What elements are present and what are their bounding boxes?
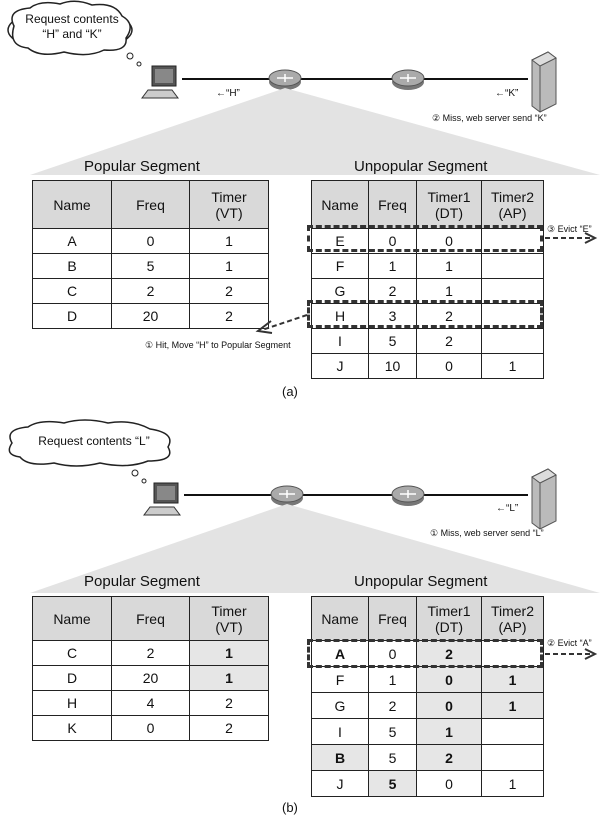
unpopular-segment-title: Unpopular Segment (354, 573, 488, 590)
col-header: Timer2 (AP) (481, 180, 544, 229)
col-header: Name (32, 180, 112, 229)
computer-icon (141, 65, 179, 99)
cell (481, 718, 544, 745)
cell: J (311, 353, 369, 379)
server-icon (531, 51, 557, 113)
caption-a: (a) (282, 384, 298, 399)
cell: 20 (111, 665, 190, 691)
cell: 1 (481, 666, 544, 693)
evict-note: ② Evict “A” (547, 638, 592, 648)
cloud-shape (7, 0, 142, 67)
cell: D (32, 303, 112, 329)
hit-arrow (255, 314, 308, 334)
cell (481, 328, 544, 354)
cell: H (311, 303, 369, 329)
col-header: Freq (368, 596, 417, 641)
col-header: Freq (111, 596, 190, 641)
cell: B (311, 744, 369, 771)
arrow-k-label: ←“K” (495, 88, 519, 99)
miss-note: ① Miss, web server send “L” (430, 528, 544, 538)
cell: 2 (416, 303, 482, 329)
col-header: Name (311, 596, 369, 641)
cell: J (311, 770, 369, 797)
col-header: Timer (VT) (189, 596, 269, 641)
cell: 2 (189, 715, 269, 741)
unpopular-segment-title: Unpopular Segment (354, 158, 488, 175)
cell: 5 (368, 744, 417, 771)
cell: H (32, 690, 112, 716)
cell: 2 (189, 690, 269, 716)
cell: 2 (111, 278, 190, 304)
request-cloud-text: Request contents “H” and “K” (25, 12, 119, 41)
cell: 1 (481, 770, 544, 797)
request-cloud-text: Request contents “L” (38, 434, 150, 448)
cell: 2 (189, 278, 269, 304)
arrow-l-label: ←“L” (496, 503, 519, 514)
cell: 3 (368, 303, 417, 329)
cell: 0 (111, 715, 190, 741)
router-icon (270, 485, 304, 506)
col-header: Freq (111, 180, 190, 229)
arrow-h-label: ←“H” (216, 88, 240, 99)
cell: I (311, 328, 369, 354)
hit-note: ① Hit, Move “H” to Popular Segment (145, 340, 291, 350)
cell: 1 (368, 666, 417, 693)
cell: 1 (416, 253, 482, 279)
col-header: Name (311, 180, 369, 229)
cell: 1 (368, 253, 417, 279)
cell: 5 (368, 770, 417, 797)
miss-note: ② Miss, web server send “K” (432, 113, 547, 123)
cell (481, 278, 544, 304)
popular-segment-title: Popular Segment (84, 573, 200, 590)
cell: 5 (368, 718, 417, 745)
server-icon (531, 468, 557, 530)
cell: G (311, 278, 369, 304)
cell: A (32, 228, 112, 254)
col-header: Timer (VT) (189, 180, 269, 229)
network-diagram-a (7, 0, 600, 175)
cell: 0 (416, 692, 482, 719)
hit-highlight-box (307, 300, 543, 328)
cell: 1 (481, 353, 544, 379)
cell: 1 (416, 718, 482, 745)
evict-arrow (545, 232, 598, 244)
cell: G (311, 692, 369, 719)
router-icon (391, 485, 425, 506)
cell (481, 253, 544, 279)
caption-b: (b) (282, 800, 298, 815)
cell: 2 (416, 640, 482, 667)
computer-icon (143, 482, 181, 516)
cell (481, 744, 544, 771)
evict-arrow (545, 648, 598, 660)
cloud-shape (8, 419, 171, 484)
cell: 10 (368, 353, 417, 379)
cell: F (311, 253, 369, 279)
router-icon (391, 69, 425, 90)
cell: I (311, 718, 369, 745)
arrows-a (255, 232, 598, 334)
col-header: Timer2 (AP) (481, 596, 544, 641)
cell: 0 (416, 770, 482, 797)
cell: 2 (189, 303, 269, 329)
cell: 2 (111, 640, 190, 666)
cell: K (32, 715, 112, 741)
evict-highlight-box (307, 225, 543, 252)
col-header: Timer1 (DT) (416, 596, 482, 641)
router-icon (268, 69, 302, 90)
cell: 2 (416, 328, 482, 354)
col-header: Timer1 (DT) (416, 180, 482, 229)
col-header: Name (32, 596, 112, 641)
popular-segment-title: Popular Segment (84, 158, 200, 175)
cell: D (32, 665, 112, 691)
arrows-b (545, 648, 598, 660)
cell: C (32, 278, 112, 304)
cell: 20 (111, 303, 190, 329)
evict-highlight-box (307, 639, 543, 668)
cell: 2 (416, 744, 482, 771)
network-diagram-b (8, 419, 600, 593)
evict-note: ③ Evict “E” (547, 224, 592, 234)
